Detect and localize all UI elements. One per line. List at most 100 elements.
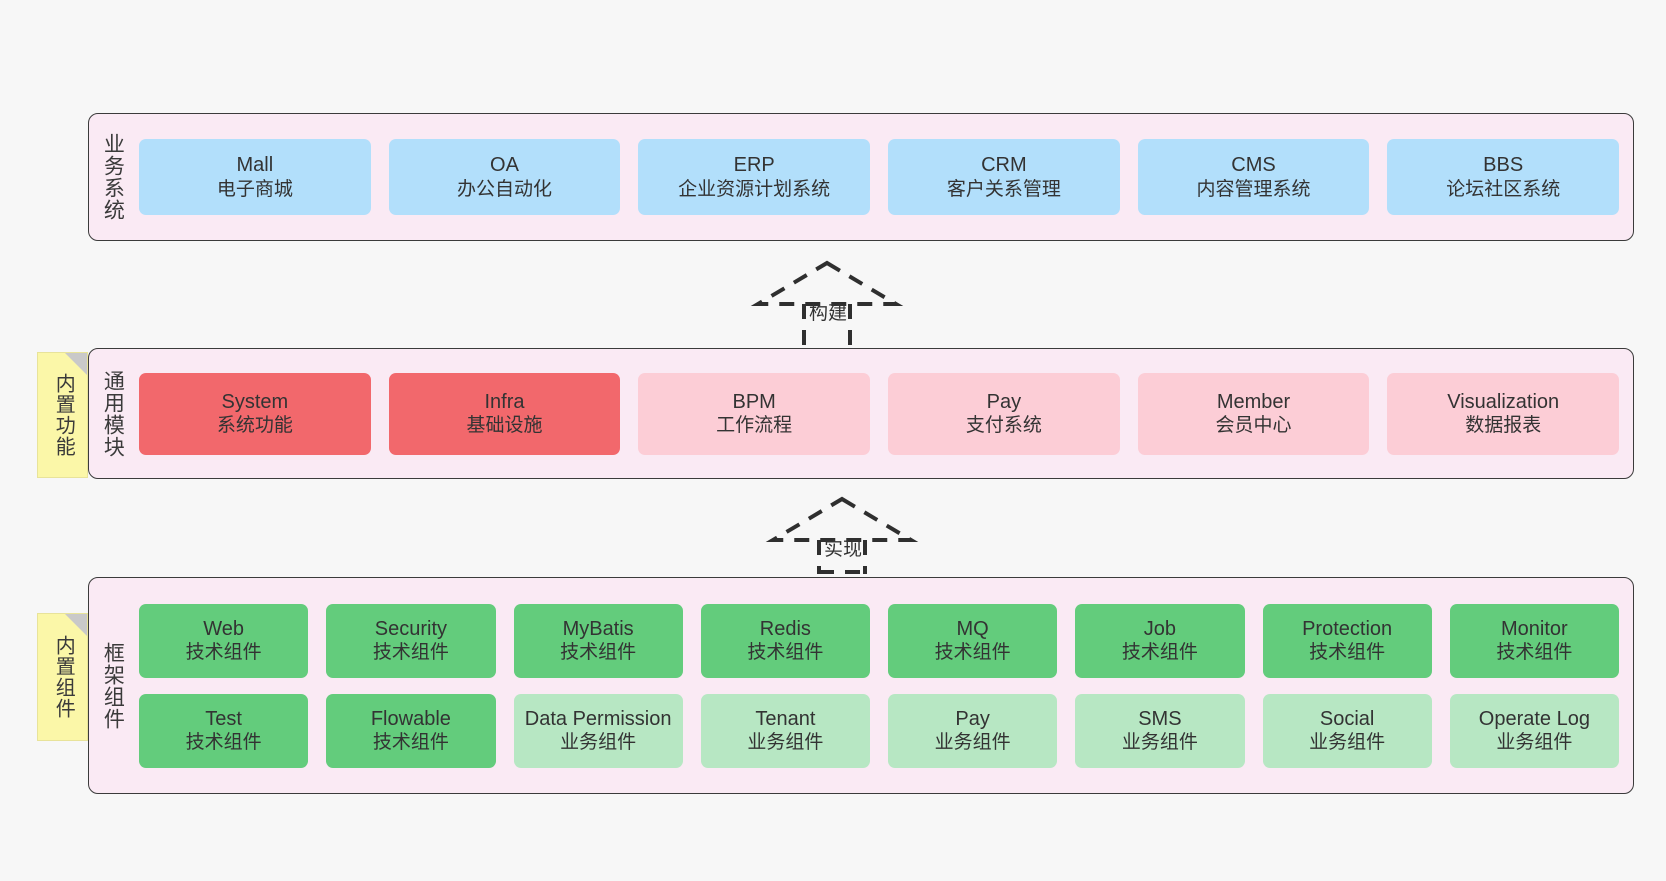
- card-title: OA: [490, 154, 519, 177]
- card-title: Protection: [1302, 617, 1393, 640]
- card-title: ERP: [733, 154, 775, 177]
- card-protection[interactable]: Protection 技术组件: [1262, 603, 1432, 678]
- card-sms[interactable]: SMS 业务组件: [1075, 693, 1245, 768]
- card-operate-log[interactable]: Operate Log 业务组件: [1449, 693, 1619, 768]
- note-fold-corner-icon: [65, 614, 87, 636]
- card-title: MQ: [956, 617, 989, 640]
- card-title: Social: [1319, 707, 1375, 730]
- generalization-arrow-icon: [750, 260, 904, 346]
- card-row-business: Test 技术组件 Flowable 技术组件 Data Permission …: [139, 693, 1619, 768]
- card-title: Operate Log: [1478, 707, 1590, 730]
- card-bbs[interactable]: BBS 论坛社区系统: [1387, 139, 1620, 215]
- card-mq[interactable]: MQ 技术组件: [888, 603, 1058, 678]
- card-redis[interactable]: Redis 技术组件: [700, 603, 870, 678]
- card-crm[interactable]: CRM 客户关系管理: [888, 139, 1120, 215]
- card-mall[interactable]: Mall 电子商城: [139, 139, 371, 215]
- note-fold-corner-icon: [65, 353, 87, 375]
- card-title: Monitor: [1501, 617, 1568, 640]
- card-subtitle: 业务组件: [747, 732, 824, 754]
- card-pay-business[interactable]: Pay 业务组件: [888, 693, 1058, 768]
- card-title: Security: [374, 617, 447, 640]
- card-subtitle: 技术组件: [372, 642, 449, 664]
- card-title: Test: [205, 707, 242, 730]
- card-infra[interactable]: Infra 基础设施: [388, 372, 621, 455]
- connector-build-label: 构建: [808, 303, 847, 324]
- card-subtitle: 技术组件: [1309, 642, 1386, 664]
- card-subtitle: 数据报表: [1465, 415, 1542, 437]
- card-test[interactable]: Test 技术组件: [139, 693, 309, 768]
- card-flowable[interactable]: Flowable 技术组件: [326, 693, 496, 768]
- card-title: Job: [1143, 617, 1176, 640]
- card-title: Tenant: [755, 707, 816, 730]
- card-erp[interactable]: ERP 企业资源计划系统: [638, 139, 871, 215]
- card-tenant[interactable]: Tenant 业务组件: [700, 693, 870, 768]
- card-subtitle: 技术组件: [372, 732, 449, 754]
- card-mybatis[interactable]: MyBatis 技术组件: [513, 603, 683, 678]
- card-subtitle: 技术组件: [560, 642, 637, 664]
- card-subtitle: 电子商城: [216, 178, 293, 200]
- card-subtitle: 论坛社区系统: [1446, 178, 1561, 200]
- connector-build: 构建: [750, 258, 906, 346]
- card-subtitle: 技术组件: [1496, 642, 1573, 664]
- note-built-in-components: 内置组件: [37, 613, 88, 741]
- card-title: Pay: [955, 707, 990, 730]
- card-subtitle: 技术组件: [747, 642, 824, 664]
- card-title: Pay: [986, 390, 1022, 413]
- card-subtitle: 客户关系管理: [946, 178, 1061, 200]
- card-subtitle: 业务组件: [1496, 732, 1573, 754]
- card-title: Mall: [236, 154, 274, 177]
- card-cms[interactable]: CMS 内容管理系统: [1137, 139, 1370, 215]
- card-subtitle: 办公自动化: [457, 178, 553, 200]
- card-title: BBS: [1483, 154, 1524, 177]
- card-data-permission[interactable]: Data Permission 业务组件: [513, 693, 683, 768]
- card-job[interactable]: Job 技术组件: [1075, 603, 1245, 678]
- card-subtitle: 技术组件: [1121, 642, 1198, 664]
- card-monitor[interactable]: Monitor 技术组件: [1449, 603, 1619, 678]
- layer-business-systems: 业务系统 Mall 电子商城 OA 办公自动化 ERP 企业资源计划系统 CRM…: [88, 113, 1634, 241]
- card-pay[interactable]: Pay 支付系统: [888, 372, 1120, 455]
- card-member[interactable]: Member 会员中心: [1137, 372, 1370, 455]
- card-title: Member: [1216, 390, 1291, 413]
- card-row: System 系统功能 Infra 基础设施 BPM 工作流程 Pay 支付系统…: [139, 372, 1620, 455]
- card-subtitle: 基础设施: [466, 415, 543, 437]
- layer-title-common-modules: 通用模块: [101, 369, 125, 458]
- layer-body-business-systems: Mall 电子商城 OA 办公自动化 ERP 企业资源计划系统 CRM 客户关系…: [135, 114, 1633, 240]
- card-web[interactable]: Web 技术组件: [139, 603, 309, 678]
- layer-body-common-modules: System 系统功能 Infra 基础设施 BPM 工作流程 Pay 支付系统…: [135, 349, 1633, 478]
- connector-implement: 实现: [765, 494, 921, 574]
- card-title: Web: [203, 617, 244, 640]
- card-title: Data Permission: [524, 707, 672, 730]
- card-subtitle: 业务组件: [1309, 732, 1386, 754]
- note-built-in-functions: 内置功能: [37, 352, 88, 478]
- layer-common-modules: 通用模块 System 系统功能 Infra 基础设施 BPM 工作流程 Pay…: [88, 348, 1634, 479]
- card-subtitle: 工作流程: [716, 415, 793, 437]
- card-title: SMS: [1138, 707, 1182, 730]
- card-title: Infra: [484, 390, 525, 413]
- card-title: MyBatis: [562, 617, 634, 640]
- layer-body-framework-components: Web 技术组件 Security 技术组件 MyBatis 技术组件 Redi…: [135, 578, 1633, 793]
- card-social[interactable]: Social 业务组件: [1262, 693, 1432, 768]
- card-title: CMS: [1231, 154, 1276, 177]
- layer-title-business-systems: 业务系统: [101, 133, 125, 221]
- note-label: 内置组件: [52, 635, 75, 719]
- layer-framework-components: 框架组件 Web 技术组件 Security 技术组件 MyBatis 技术组件…: [88, 577, 1634, 794]
- generalization-arrow-icon: [765, 496, 919, 574]
- card-security[interactable]: Security 技术组件: [326, 603, 496, 678]
- card-subtitle: 系统功能: [216, 415, 293, 437]
- card-bpm[interactable]: BPM 工作流程: [638, 372, 871, 455]
- card-subtitle: 支付系统: [965, 415, 1042, 437]
- connector-implement-label: 实现: [823, 539, 862, 560]
- card-title: Visualization: [1447, 390, 1560, 413]
- card-system[interactable]: System 系统功能: [139, 372, 371, 455]
- card-visualization[interactable]: Visualization 数据报表: [1387, 372, 1620, 455]
- card-subtitle: 技术组件: [185, 732, 262, 754]
- card-title: BPM: [732, 390, 776, 413]
- card-oa[interactable]: OA 办公自动化: [388, 139, 621, 215]
- note-label: 内置功能: [52, 373, 75, 457]
- card-title: CRM: [981, 154, 1027, 177]
- card-title: Flowable: [370, 707, 451, 730]
- card-subtitle: 内容管理系统: [1196, 178, 1311, 200]
- card-subtitle: 技术组件: [185, 642, 262, 664]
- card-subtitle: 技术组件: [934, 642, 1011, 664]
